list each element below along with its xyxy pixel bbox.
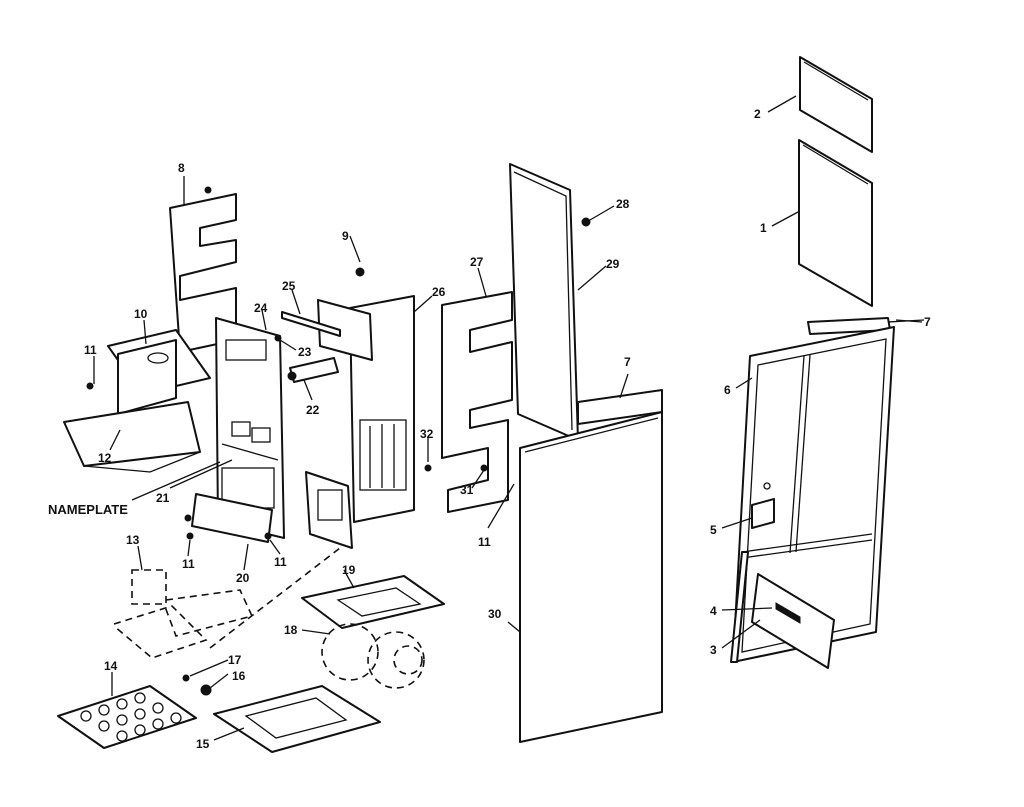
- callout-11c: 11: [274, 555, 287, 569]
- callout-1: 1: [760, 221, 767, 235]
- callout-3: 3: [710, 643, 717, 657]
- callout-15: 15: [196, 737, 210, 751]
- nameplate-label: NAMEPLATE: [48, 502, 128, 517]
- callout-18: 18: [284, 623, 298, 637]
- callout-22: 22: [306, 403, 320, 417]
- callout-9: 9: [342, 229, 349, 243]
- callout-6: 6: [724, 383, 731, 397]
- screw-hardware: [86, 186, 591, 696]
- callout-13: 13: [126, 533, 140, 547]
- callout-16: 16: [232, 669, 246, 683]
- bracket-20: [191, 493, 273, 543]
- callout-11a: 11: [84, 343, 97, 357]
- side-panel-29: [509, 163, 579, 441]
- gas-valve-13: [113, 569, 254, 659]
- rod-25: [281, 311, 341, 337]
- cabinet-front-frame: [730, 326, 895, 663]
- heat-exchanger-26: [317, 295, 415, 523]
- filter-14: [57, 685, 197, 749]
- callout-19: 19: [342, 563, 356, 577]
- access-door-panel: [751, 573, 835, 669]
- blower-mount-plate: [305, 471, 353, 549]
- callout-4: 4: [710, 604, 717, 618]
- callout-30: 30: [488, 607, 502, 621]
- blower-plate-19: [301, 575, 445, 629]
- blower-18: [321, 623, 425, 689]
- callout-8: 8: [178, 161, 185, 175]
- callout-29: 29: [606, 257, 620, 271]
- callout-23: 23: [298, 345, 312, 359]
- burner-shelf-12: [63, 401, 201, 473]
- front-plate-24: [215, 317, 285, 539]
- callout-25: 25: [282, 279, 296, 293]
- baffle-panel-27: [441, 291, 513, 513]
- callout-24: 24: [254, 301, 268, 315]
- filter-panel-large: [798, 139, 873, 307]
- door-switch-bracket: [751, 482, 775, 529]
- callout-10: 10: [134, 307, 148, 321]
- dashed-connection-line: [209, 547, 341, 649]
- side-panel-30: [519, 411, 663, 743]
- callout-7a: 7: [924, 315, 931, 329]
- callout-12: 12: [98, 451, 112, 465]
- callout-28: 28: [616, 197, 630, 211]
- callout-5: 5: [710, 523, 717, 537]
- callout-7b: 7: [624, 355, 631, 369]
- callout-26: 26: [432, 285, 446, 299]
- callout-11b: 11: [182, 557, 195, 571]
- base-pan-15: [213, 685, 381, 753]
- leader-lines: [93, 95, 925, 741]
- spark-holder-22: [289, 357, 339, 383]
- burner-box-10: [107, 329, 211, 415]
- callout-31: 31: [460, 483, 474, 497]
- filter-panel-small: [799, 56, 873, 153]
- callout-11d: 11: [478, 535, 491, 549]
- callout-21: 21: [156, 491, 170, 505]
- callout-14: 14: [104, 659, 118, 673]
- callout-20: 20: [236, 571, 250, 585]
- callout-27: 27: [470, 255, 484, 269]
- callout-17: 17: [228, 653, 242, 667]
- callout-2: 2: [754, 107, 761, 121]
- callout-32: 32: [420, 427, 434, 441]
